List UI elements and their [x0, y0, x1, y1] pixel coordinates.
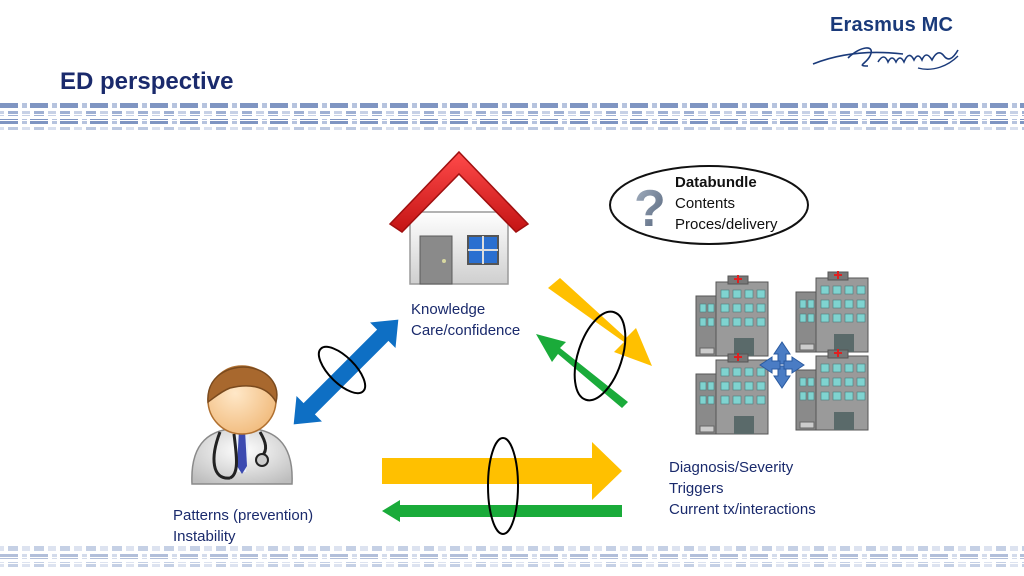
erasmus-signature-logo — [812, 47, 959, 70]
hospital-label-triggers: Triggers — [669, 480, 724, 497]
green-diagonal-arrow — [536, 334, 628, 408]
header-stripe-divider — [0, 103, 1024, 130]
link-ellipse-blue — [317, 345, 367, 395]
svg-text:?: ? — [634, 180, 666, 232]
link-ellipse-horizontal — [487, 437, 519, 535]
yellow-horizontal-arrow — [382, 442, 622, 500]
databundle-bubble — [609, 165, 809, 245]
link-ellipse-yellow-green — [573, 310, 627, 402]
house-icon — [388, 150, 530, 285]
databundle-line-contents: Contents — [675, 195, 736, 212]
hospital-labels: Diagnosis/Severity Triggers Current tx/i… — [669, 457, 816, 520]
home-labels: Knowledge Care/confidence — [411, 299, 520, 341]
erasmus-mc-logo: Erasmus MC — [830, 14, 954, 36]
green-horizontal-arrow — [382, 500, 622, 522]
home-label-care: Care/confidence — [411, 322, 521, 339]
hospital-label-current-tx: Current tx/interactions — [669, 501, 816, 518]
doctor-label-patterns: Patterns (prevention) — [173, 507, 314, 524]
databundle-text: Databundle Contents Proces/delivery — [675, 172, 778, 235]
blue-double-arrow — [293, 319, 399, 425]
page-title: ED perspective — [60, 68, 234, 95]
doctor-label-instability: Instability — [173, 528, 236, 545]
question-mark-icon: ? — [634, 180, 666, 232]
hospital-label-diagnosis: Diagnosis/Severity — [669, 459, 794, 476]
hospital-network-icon — [695, 270, 869, 435]
home-label-knowledge: Knowledge — [411, 301, 486, 318]
doctor-icon — [191, 365, 293, 485]
databundle-heading: Databundle — [675, 174, 757, 191]
doctor-labels: Patterns (prevention) Instability — [173, 505, 313, 547]
databundle-line-delivery: Proces/delivery — [675, 216, 778, 233]
footer-stripe-divider — [0, 546, 1024, 567]
